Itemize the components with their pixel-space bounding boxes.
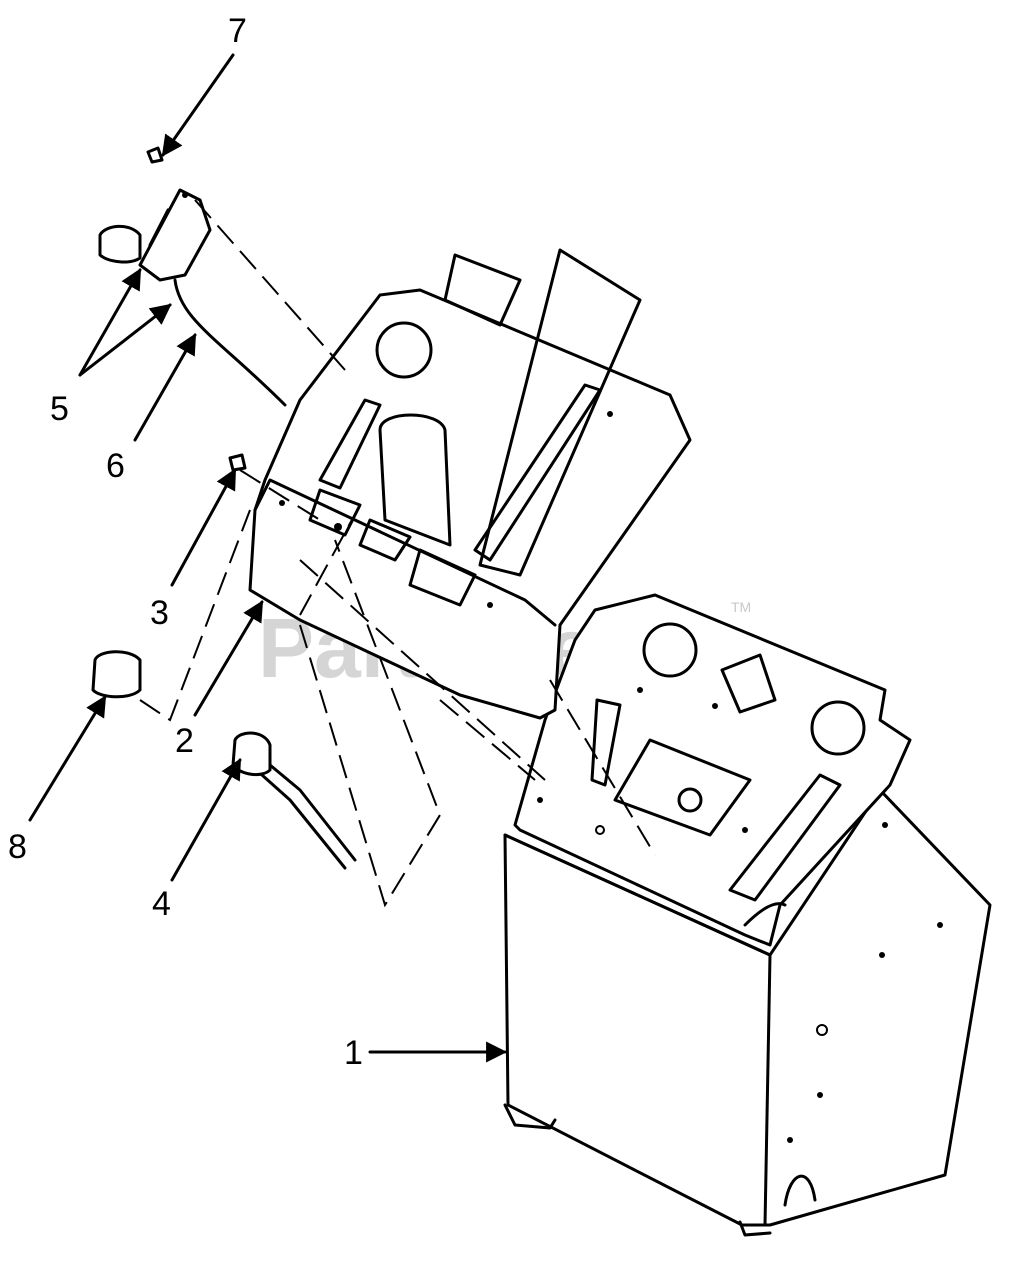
arrow-5b <box>78 303 172 377</box>
callout-2: 2 <box>175 722 194 760</box>
callout-4: 4 <box>152 885 171 923</box>
arrow-4 <box>170 758 242 882</box>
part-7-screw <box>146 146 164 164</box>
arrow-8 <box>28 695 107 822</box>
arrow-5a <box>78 268 142 377</box>
callout-8: 8 <box>8 828 27 866</box>
callout-1: 1 <box>344 1034 363 1072</box>
callout-arrows <box>28 53 508 1063</box>
callout-5: 5 <box>50 390 69 428</box>
part-3-screw <box>228 453 247 472</box>
part-5-switch-assembly <box>98 188 287 407</box>
callout-6: 6 <box>106 447 125 485</box>
callout-7: 7 <box>228 12 247 50</box>
arrow-6 <box>133 333 197 442</box>
assembly-guide-lines <box>139 199 656 908</box>
part-2-dash-cover <box>248 248 692 720</box>
watermark-trademark: TM <box>731 599 751 615</box>
arrow-2 <box>193 600 264 717</box>
part-4-lever <box>231 731 357 870</box>
part-8-knob <box>91 650 142 699</box>
part-1-top-panel <box>513 593 912 947</box>
part-1-console-housing <box>503 788 992 1237</box>
arrow-3 <box>170 468 237 587</box>
callout-labels: 7 5 6 3 2 8 4 1 <box>8 12 363 1072</box>
arrow-7 <box>161 53 235 157</box>
callout-3: 3 <box>150 594 169 632</box>
